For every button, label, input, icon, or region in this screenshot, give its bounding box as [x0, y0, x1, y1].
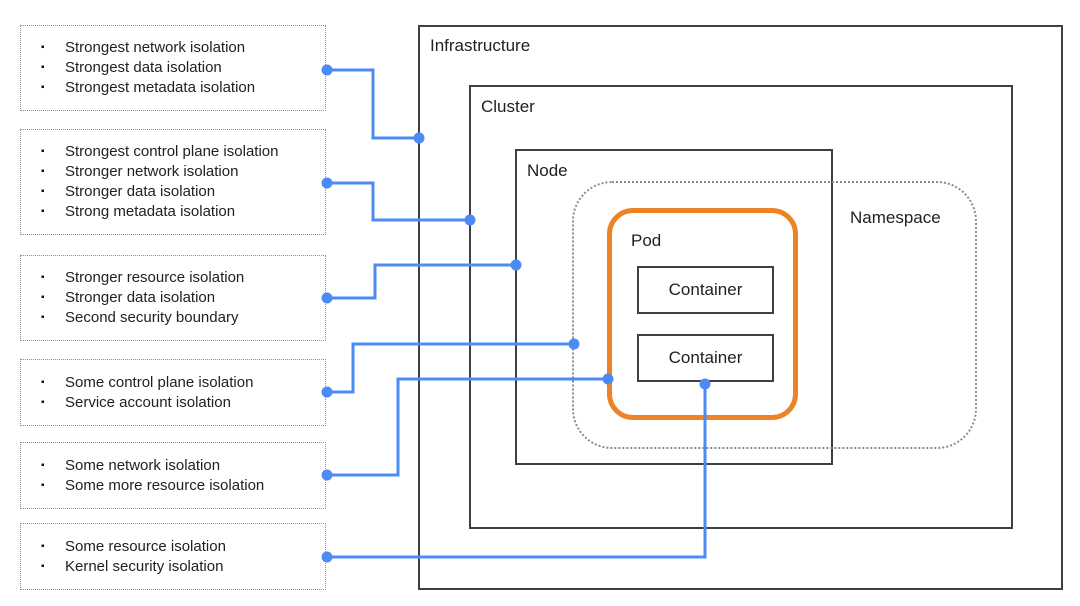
square-bullet-icon: ▪ [41, 42, 45, 53]
callout-namespace: ▪ Some control plane isolation ▪ Service a… [20, 359, 326, 426]
callout-infrastructure: ▪ Strongest network isolation ▪ Strongest … [20, 25, 326, 111]
callout-item-label: Strongest control plane isolation [65, 143, 279, 160]
callout-item-label: Strongest metadata isolation [65, 79, 256, 96]
namespace-label: Namespace [850, 208, 941, 227]
container-2-label: Container [668, 348, 743, 367]
callout-cluster: ▪ Strongest control plane isolation ▪ Stro… [20, 129, 326, 235]
node-label: Node [527, 161, 568, 180]
callout-item-label: Strongest data isolation [65, 59, 222, 76]
list-item: ▪ Some control plane isolation [37, 373, 321, 393]
pod-label: Pod [631, 231, 662, 250]
callout-item-label: Kernel security isolation [65, 557, 224, 575]
list-item: ▪ Some resource isolation [37, 537, 321, 557]
container-box-2: Container [637, 334, 774, 382]
square-bullet-icon: ▪ [41, 146, 45, 157]
callout-item-label: Some control plane isolation [65, 373, 254, 391]
square-bullet-icon: ▪ [41, 396, 45, 408]
list-item: ▪ Some network isolation [37, 456, 321, 476]
square-bullet-icon: ▪ [41, 166, 45, 177]
container-box-1: Container [637, 266, 774, 314]
square-bullet-icon: ▪ [41, 376, 45, 388]
square-bullet-icon: ▪ [41, 479, 45, 491]
callout-item-label: Second security boundary [65, 309, 239, 326]
square-bullet-icon: ▪ [41, 82, 45, 93]
callout-item-label: Stronger data isolation [65, 183, 216, 200]
list-item: ▪ Some more resource isolation [37, 476, 321, 496]
list-item: ▪ Stronger network isolation [37, 162, 321, 182]
callout-item-label: Strong metadata isolation [65, 203, 236, 220]
list-item: ▪ Stronger data isolation [37, 288, 321, 308]
square-bullet-icon: ▪ [41, 272, 45, 283]
list-item: ▪ Kernel security isolation [37, 557, 321, 577]
square-bullet-icon: ▪ [41, 312, 45, 323]
callout-item-label: Some more resource isolation [65, 476, 265, 494]
list-item: ▪ Stronger data isolation [37, 182, 321, 202]
callout-item-label: Some network isolation [65, 456, 221, 474]
square-bullet-icon: ▪ [41, 186, 45, 197]
square-bullet-icon: ▪ [41, 459, 45, 471]
callout-item-label: Some resource isolation [65, 537, 226, 555]
list-item: ▪ Service account isolation [37, 393, 321, 413]
callout-item-label: Stronger resource isolation [65, 269, 245, 286]
infrastructure-box [418, 25, 1063, 590]
list-item: ▪ Strongest metadata isolation [37, 78, 321, 98]
square-bullet-icon: ▪ [41, 540, 45, 552]
cluster-box [469, 85, 1013, 529]
list-item: ▪ Strongest control plane isolation [37, 142, 321, 162]
callout-pod: ▪ Some network isolation ▪ Some more resou… [20, 442, 326, 509]
namespace-box [572, 181, 977, 449]
square-bullet-icon: ▪ [41, 62, 45, 73]
infrastructure-label: Infrastructure [430, 36, 531, 55]
cluster-label: Cluster [481, 97, 535, 116]
callout-item-label: Strongest network isolation [65, 39, 246, 56]
callout-container: ▪ Some resource isolation ▪ Kernel securit… [20, 523, 326, 590]
container-1-label: Container [668, 280, 743, 299]
list-item: ▪ Stronger resource isolation [37, 268, 321, 288]
list-item: ▪ Strongest data isolation [37, 58, 321, 78]
connector-line-infrastructure [327, 68, 419, 140]
callout-item-label: Service account isolation [65, 393, 231, 411]
callout-item-label: Stronger data isolation [65, 289, 216, 306]
square-bullet-icon: ▪ [41, 560, 45, 572]
callout-item-label: Stronger network isolation [65, 163, 239, 180]
square-bullet-icon: ▪ [41, 206, 45, 217]
list-item: ▪ Strongest network isolation [37, 38, 321, 58]
square-bullet-icon: ▪ [41, 292, 45, 303]
callout-node: ▪ Stronger resource isolation ▪ Stronger d… [20, 255, 326, 341]
list-item: ▪ Second security boundary [37, 308, 321, 328]
list-item: ▪ Strong metadata isolation [37, 202, 321, 222]
